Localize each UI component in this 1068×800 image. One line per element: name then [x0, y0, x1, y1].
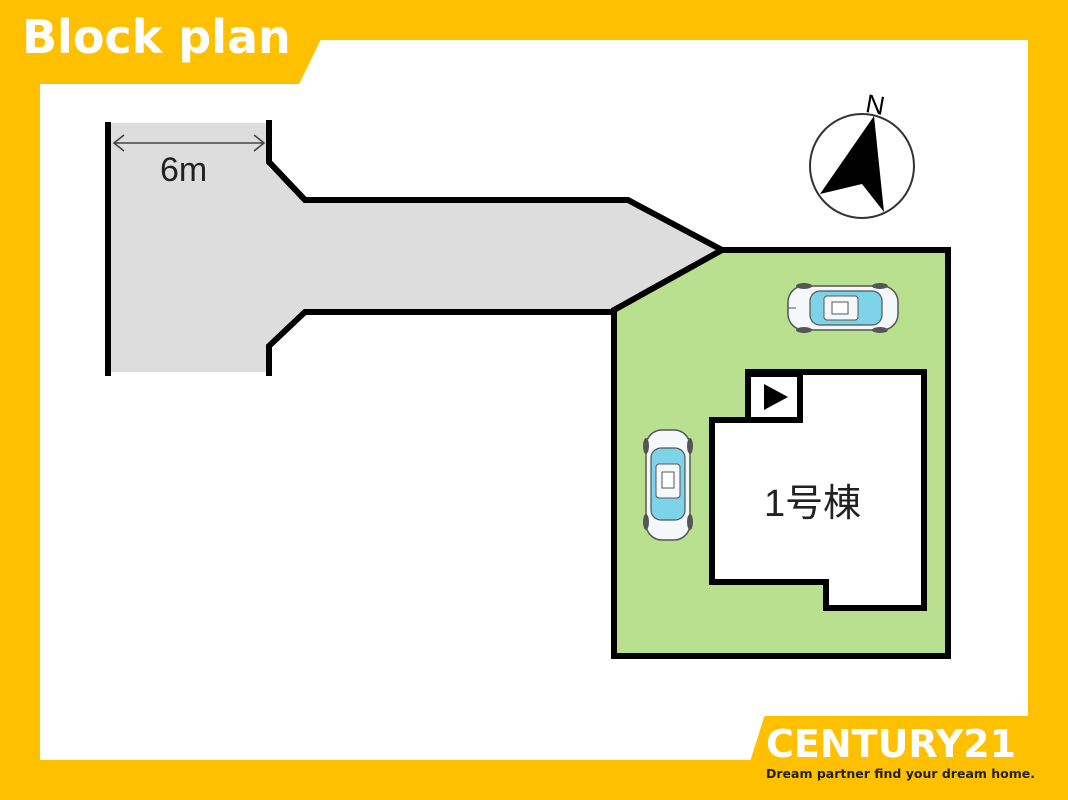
- car-icon: [787, 283, 899, 333]
- north-arrow-icon: N: [809, 88, 915, 219]
- car-icon: [643, 429, 693, 541]
- road-edge-top: [266, 120, 724, 253]
- brand-logo: CENTURY21: [766, 722, 1017, 766]
- brand-tagline: Dream partner find your dream home.: [766, 766, 1036, 781]
- lot-boundary: [611, 247, 951, 659]
- road-width-label: 6m: [160, 151, 207, 189]
- north-label: N: [863, 88, 887, 121]
- road-edge-bottom: [266, 309, 614, 376]
- title-tab: [0, 0, 340, 84]
- entrance-marker-icon: [764, 384, 788, 410]
- page-title: Block plan: [22, 10, 291, 64]
- building-1: [709, 369, 927, 611]
- logo-tab: [738, 716, 1068, 800]
- building-label: 1号棟: [764, 483, 861, 525]
- dimension-line: [112, 134, 266, 152]
